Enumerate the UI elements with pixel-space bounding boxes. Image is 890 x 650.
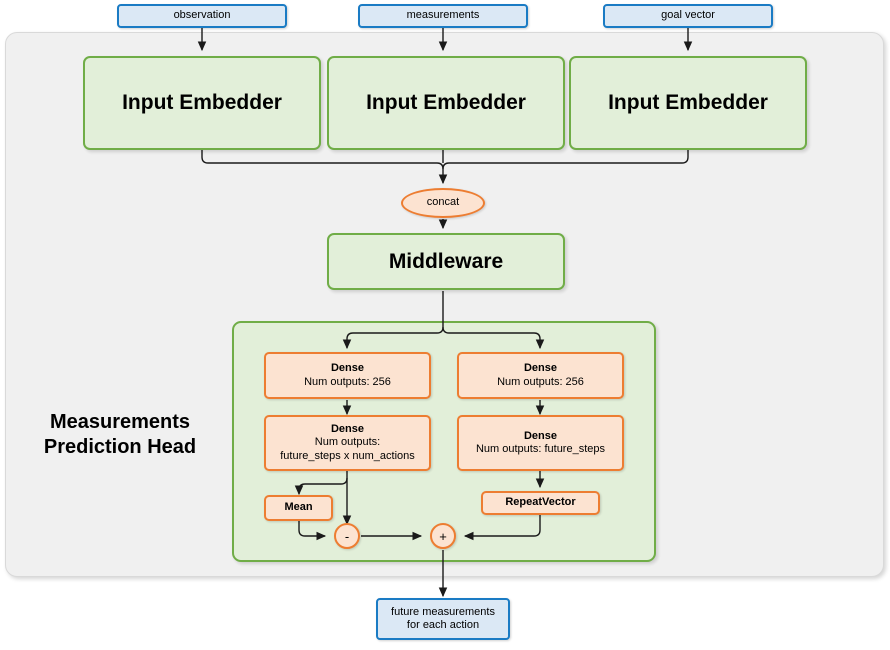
input-embedder-measurements-label: Input Embedder [366, 91, 526, 115]
input-embedder-measurements[interactable]: Input Embedder [327, 56, 565, 150]
input-goal-vector-label: goal vector [661, 9, 715, 22]
right-dense-256[interactable]: Dense Num outputs: 256 [457, 352, 624, 399]
mean-label: Mean [284, 501, 313, 514]
repeat-vector-label: RepeatVector [505, 496, 576, 509]
head-label-line-2: Prediction Head [43, 436, 197, 458]
right-dense-future-steps[interactable]: Dense Num outputs: future_steps [457, 415, 624, 471]
head-label-line-1: Measurements [49, 411, 191, 433]
left-dense-future-line-1: Num outputs: [314, 436, 381, 449]
output-line-1: future measurements [391, 605, 495, 618]
right-dense-future-title: Dense [523, 429, 558, 442]
add-operator[interactable]: + [430, 523, 456, 549]
left-dense-256[interactable]: Dense Num outputs: 256 [264, 352, 431, 399]
input-observation[interactable]: observation [117, 4, 287, 28]
input-goal-vector[interactable]: goal vector [603, 4, 773, 28]
input-measurements[interactable]: measurements [358, 4, 528, 28]
right-dense-256-title: Dense [523, 362, 558, 375]
left-dense-future-line-2: future_steps x num_actions [280, 449, 415, 462]
repeat-vector-node[interactable]: RepeatVector [481, 491, 600, 515]
add-symbol: + [439, 528, 447, 544]
input-measurements-label: measurements [406, 9, 480, 22]
input-embedder-goal-vector[interactable]: Input Embedder [569, 56, 807, 150]
input-observation-label: observation [173, 9, 231, 22]
output-future-measurements[interactable]: future measurements for each action [376, 598, 510, 640]
left-dense-256-title: Dense [330, 362, 365, 375]
measurements-prediction-head-label: Measurements Prediction Head [20, 410, 220, 460]
concat-label: concat [426, 196, 460, 209]
output-line-2: for each action [406, 619, 480, 631]
left-dense-future-title: Dense [330, 423, 365, 436]
input-embedder-observation-label: Input Embedder [122, 91, 282, 115]
left-dense-256-line-1: Num outputs: 256 [304, 375, 391, 388]
right-dense-256-line-1: Num outputs: 256 [497, 375, 584, 388]
middleware-label: Middleware [388, 249, 504, 273]
right-dense-future-line-1: Num outputs: future_steps [475, 443, 605, 455]
input-embedder-goal-vector-label: Input Embedder [608, 91, 768, 115]
mean-node[interactable]: Mean [264, 495, 333, 521]
left-dense-future-steps-actions[interactable]: Dense Num outputs: future_steps x num_ac… [264, 415, 431, 471]
middleware-node[interactable]: Middleware [327, 233, 565, 290]
subtract-symbol: - [344, 528, 350, 544]
input-embedder-observation[interactable]: Input Embedder [83, 56, 321, 150]
subtract-operator[interactable]: - [334, 523, 360, 549]
concat-node[interactable]: concat [401, 188, 485, 218]
